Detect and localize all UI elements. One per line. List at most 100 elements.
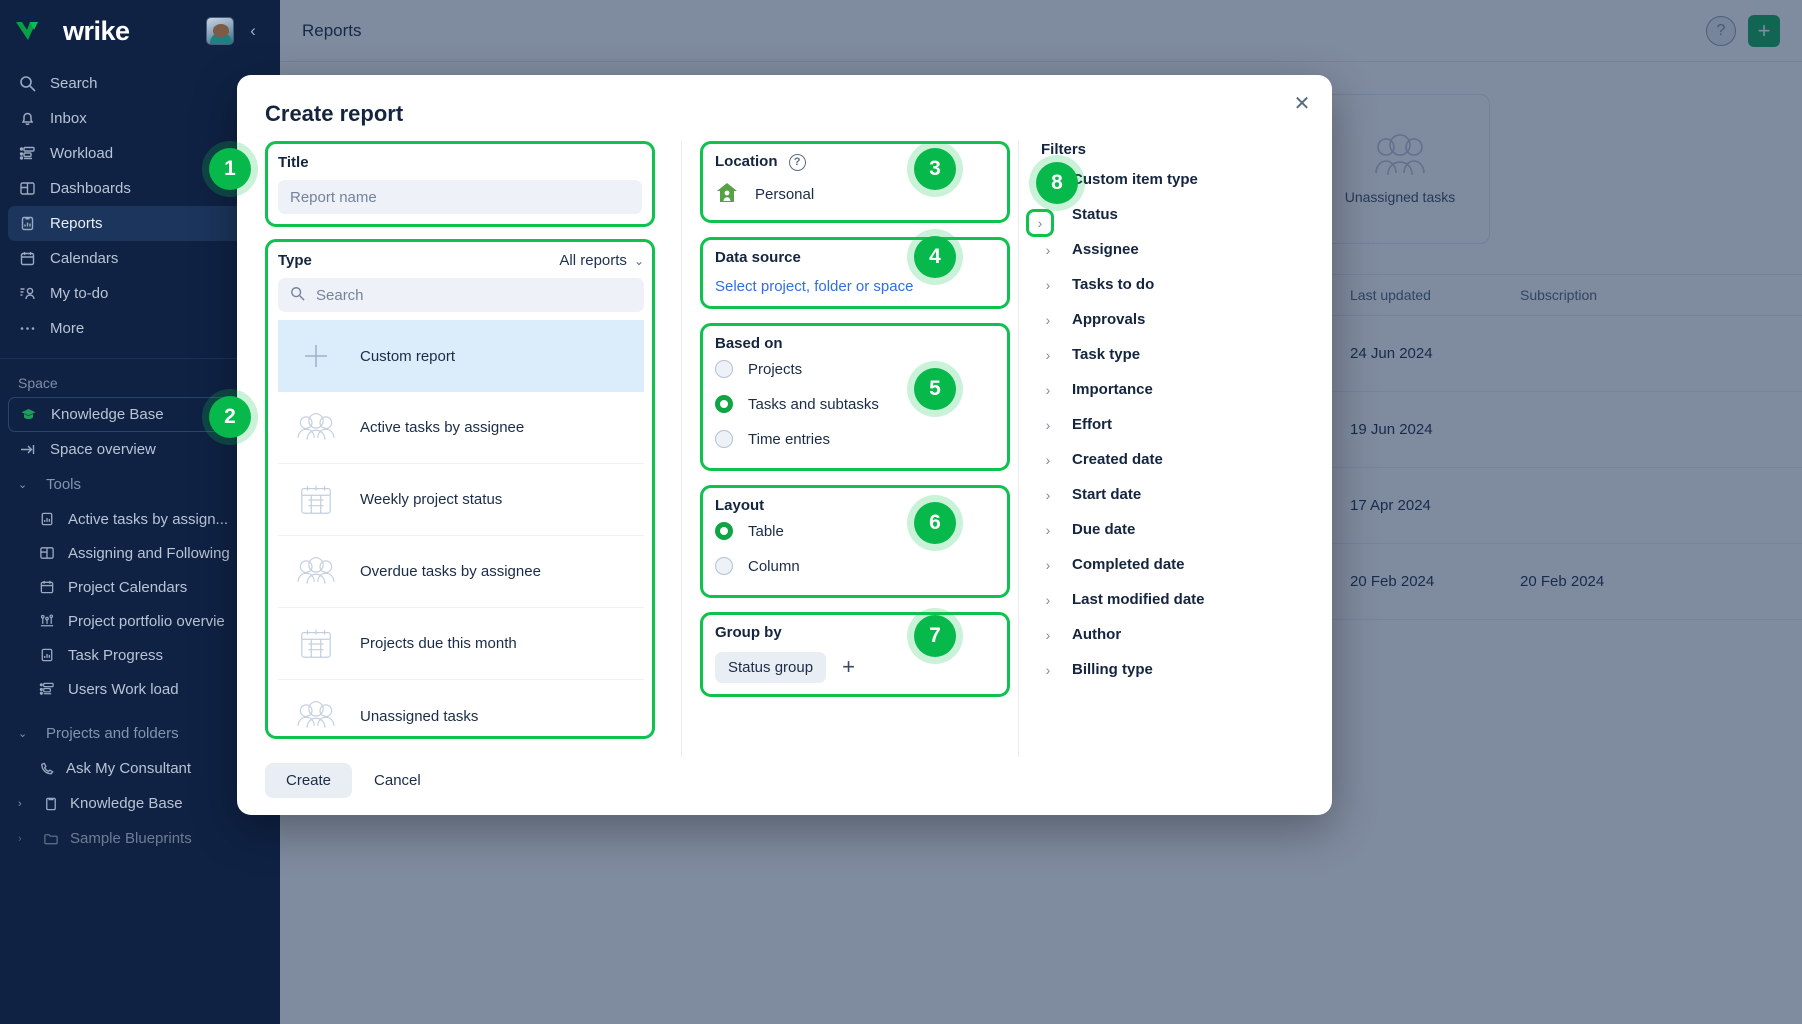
filter-assignee[interactable]: › Assignee — [1041, 232, 1299, 267]
filter-label: Last modified date — [1072, 591, 1205, 608]
chevron-right-icon: › — [1045, 381, 1051, 398]
sidebar-group-tools[interactable]: ⌄ Tools — [8, 467, 272, 502]
calendar-icon — [294, 479, 338, 521]
sidebar-tool-task-progress[interactable]: Task Progress — [8, 638, 272, 672]
type-option-overdue-tasks-by-assignee[interactable]: Overdue tasks by assignee — [278, 536, 644, 608]
radio-button-selected[interactable] — [715, 395, 733, 414]
type-option-label: Unassigned tasks — [360, 707, 479, 725]
filter-label: Importance — [1072, 381, 1153, 398]
location-value-row[interactable]: Personal — [715, 181, 995, 209]
create-button[interactable]: Create — [265, 763, 353, 798]
filter-billing-type[interactable]: › Billing type — [1041, 652, 1299, 687]
sidebar-item-label: Assigning and Following — [68, 544, 230, 562]
plus-icon[interactable]: + — [842, 654, 855, 680]
sidebar-item-label: Workload — [50, 145, 114, 162]
sidebar-item-label: Space overview — [50, 441, 156, 458]
type-option-label: Custom report — [360, 347, 456, 365]
sidebar-item-label: Sample Blueprints — [70, 830, 192, 847]
sidebar-item-knowledge-base-space[interactable]: Knowledge Base — [8, 397, 272, 432]
sidebar-item-label: Knowledge Base — [51, 406, 164, 423]
sidebar-item-inbox[interactable]: Inbox — [8, 101, 272, 136]
radio-button[interactable] — [715, 557, 733, 576]
sidebar-item-label: Task Progress — [68, 646, 164, 664]
chevron-right-icon[interactable]: › — [18, 832, 22, 845]
avatar[interactable] — [206, 17, 234, 45]
more-icon — [18, 320, 36, 338]
location-section: Location ? Personal — [700, 141, 1010, 223]
chevron-right-icon: › — [1045, 276, 1051, 293]
type-option-unassigned-tasks[interactable]: Unassigned tasks — [278, 680, 644, 736]
sidebar-tool-project-portfolio-overview[interactable]: Project portfolio overvie — [8, 604, 272, 638]
sidebar-group-projects-and-folders[interactable]: ⌄ Projects and folders — [8, 716, 272, 751]
wrike-logo[interactable]: wrike — [14, 16, 130, 47]
sidebar-tool-active-tasks-by-assignee[interactable]: Active tasks by assign... — [8, 502, 272, 536]
sidebar-group-label: Projects and folders — [46, 725, 179, 742]
radio-label: Time entries — [748, 430, 830, 448]
sidebar-project-knowledge-base[interactable]: › Knowledge Base — [8, 786, 272, 821]
chevron-right-icon[interactable]: › — [18, 797, 22, 810]
dashboard-icon — [38, 544, 56, 562]
filter-last-modified-date[interactable]: › Last modified date — [1041, 582, 1299, 617]
sidebar-project-sample-blueprints[interactable]: › Sample Blueprints — [8, 821, 272, 856]
data-source-link[interactable]: Select project, folder or space — [715, 277, 914, 295]
radio-button[interactable] — [715, 430, 733, 449]
type-option-custom-report[interactable]: Custom report — [278, 320, 644, 392]
type-section: Type All reports ⌄ Search Custom — [265, 239, 655, 739]
filter-tasks-to-do[interactable]: › Tasks to do — [1041, 267, 1299, 302]
layout-option-column[interactable]: Column — [715, 549, 995, 584]
sidebar-item-workload[interactable]: Workload — [8, 136, 272, 171]
type-option-label: Active tasks by assignee — [360, 419, 525, 436]
filter-created-date[interactable]: › Created date — [1041, 442, 1299, 477]
type-option-active-tasks-by-assignee[interactable]: Active tasks by assignee — [278, 392, 644, 464]
filter-label: Due date — [1072, 521, 1136, 538]
sidebar-item-dashboards[interactable]: Dashboards — [8, 171, 272, 206]
layout-option-table[interactable]: Table — [715, 514, 995, 549]
sidebar-tool-assigning-and-following[interactable]: Assigning and Following — [8, 536, 272, 570]
based-on-option-projects[interactable]: Projects — [715, 352, 995, 387]
filter-approvals[interactable]: › Approvals — [1041, 302, 1299, 337]
filter-start-date[interactable]: › Start date — [1041, 477, 1299, 512]
radio-button-selected[interactable] — [715, 522, 733, 541]
filter-author[interactable]: › Author — [1041, 617, 1299, 652]
location-value: Personal — [755, 186, 815, 204]
sidebar-nav: Search Inbox Workload Dashboards Reports… — [0, 62, 280, 346]
filter-label: Task type — [1072, 346, 1141, 363]
filter-completed-date[interactable]: › Completed date — [1041, 547, 1299, 582]
sidebar-item-my-to-do[interactable]: My to-do — [8, 276, 272, 311]
close-icon[interactable]: ✕ — [1293, 92, 1311, 115]
cancel-button[interactable]: Cancel — [374, 772, 421, 789]
status-filter-chevron-highlight[interactable]: › — [1026, 209, 1054, 237]
chevron-right-icon: › — [1045, 311, 1051, 328]
radio-label: Table — [748, 522, 784, 540]
sidebar-item-calendars[interactable]: Calendars — [8, 241, 272, 276]
chevron-right-icon: › — [1045, 591, 1051, 608]
title-input[interactable]: Report name — [290, 188, 377, 206]
sidebar-item-reports[interactable]: Reports — [8, 206, 272, 241]
filter-effort[interactable]: › Effort — [1041, 407, 1299, 442]
sidebar-tool-project-calendars[interactable]: Project Calendars — [8, 570, 272, 604]
group-by-chip-status-group[interactable]: Status group — [715, 651, 827, 683]
sidebar-item-space-overview[interactable]: Space overview — [8, 432, 272, 467]
filter-label: Completed date — [1072, 556, 1185, 573]
type-option-weekly-project-status[interactable]: Weekly project status — [278, 464, 644, 536]
question-icon[interactable]: ? — [788, 153, 806, 171]
collapse-sidebar-icon[interactable]: ‹ — [250, 21, 256, 40]
filter-label: Tasks to do — [1072, 276, 1155, 293]
based-on-option-tasks-and-subtasks[interactable]: Tasks and subtasks — [715, 387, 995, 422]
type-search-input[interactable]: Search — [278, 278, 644, 312]
based-on-option-time-entries[interactable]: Time entries — [715, 422, 995, 457]
search-icon — [290, 286, 305, 305]
sidebar-project-ask-my-consultant[interactable]: Ask My Consultant — [8, 751, 272, 786]
type-option-projects-due-this-month[interactable]: Projects due this month — [278, 608, 644, 680]
type-filter-dropdown[interactable]: All reports ⌄ — [559, 252, 644, 269]
sidebar-item-more[interactable]: More — [8, 311, 272, 346]
sidebar-item-search[interactable]: Search — [8, 66, 272, 101]
report-icon — [18, 215, 36, 233]
filter-status[interactable]: › Status — [1041, 197, 1299, 232]
chevron-right-icon: › — [1045, 521, 1051, 538]
filter-importance[interactable]: › Importance — [1041, 372, 1299, 407]
filter-task-type[interactable]: › Task type — [1041, 337, 1299, 372]
radio-button[interactable] — [715, 360, 733, 379]
filter-due-date[interactable]: › Due date — [1041, 512, 1299, 547]
sidebar-tool-users-work-load[interactable]: Users Work load — [8, 672, 272, 706]
